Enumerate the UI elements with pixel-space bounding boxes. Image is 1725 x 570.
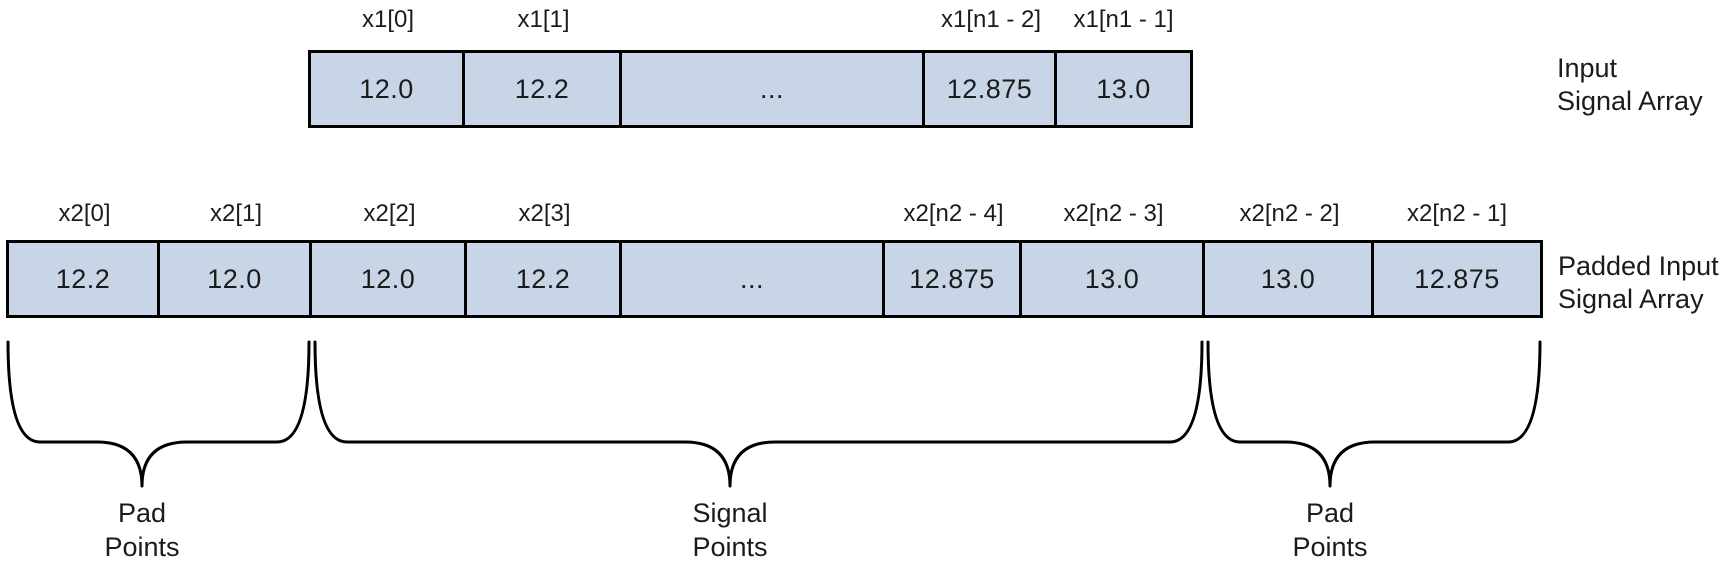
index-label: x2[n2 - 2] <box>1239 200 1340 227</box>
signal-points-label: Signal Points <box>692 498 768 562</box>
array-cell: 12.0 <box>160 243 312 315</box>
input-array-name-line1: Input <box>1557 53 1618 83</box>
index-label: x2[3] <box>518 200 571 227</box>
array-cell: 13.0 <box>1022 243 1205 315</box>
padded-array-name-line2: Signal Array <box>1558 284 1704 314</box>
index-label: x2[2] <box>363 200 416 227</box>
input-array-name: Input Signal Array <box>1557 52 1703 118</box>
signal-points-brace <box>313 340 1204 488</box>
array-cell: 12.0 <box>312 243 467 315</box>
index-label: x2[n2 - 3] <box>1063 200 1164 227</box>
index-label: x1[0] <box>361 6 415 33</box>
padded-array-name: Padded Input Signal Array <box>1558 250 1719 316</box>
index-label: x1[n1 - 2] <box>940 6 1042 33</box>
array-cell-ellipsis: ... <box>622 243 885 315</box>
pad-points-left-label: Pad Points <box>104 498 180 562</box>
array-cell: 13.0 <box>1057 53 1190 125</box>
array-cell: 12.0 <box>311 53 465 125</box>
index-label: x2[0] <box>58 200 111 227</box>
input-array-index-labels: x1[0] x1[1] x1[n1 - 2] x1[n1 - 1] <box>311 2 1190 38</box>
padded-array-name-line1: Padded Input <box>1558 251 1719 281</box>
array-cell: 12.2 <box>9 243 160 315</box>
input-array-name-line2: Signal Array <box>1557 86 1703 116</box>
array-cell-ellipsis: ... <box>622 53 925 125</box>
index-label: x2[n2 - 4] <box>903 200 1004 227</box>
padded-array-index-labels: x2[0] x2[1] x2[2] x2[3] x2[n2 - 4] x2[n2… <box>9 196 1540 232</box>
pad-points-right-brace <box>1206 340 1542 488</box>
array-cell: 12.2 <box>467 243 622 315</box>
input-array-boxes: 12.0 12.2 ... 12.875 13.0 <box>308 50 1193 128</box>
array-cell: 12.875 <box>1374 243 1540 315</box>
index-label: x1[n1 - 1] <box>1073 6 1174 33</box>
padded-array-boxes: 12.2 12.0 12.0 12.2 ... 12.875 13.0 13.0… <box>6 240 1543 318</box>
index-label: x1[1] <box>517 6 570 33</box>
index-label: x2[1] <box>209 200 263 227</box>
array-cell: 12.875 <box>925 53 1057 125</box>
pad-points-right-label: Pad Points <box>1292 498 1368 562</box>
array-cell: 12.2 <box>465 53 622 125</box>
array-cell: 12.875 <box>885 243 1022 315</box>
index-label: x2[n2 - 1] <box>1406 200 1508 227</box>
array-cell: 13.0 <box>1205 243 1374 315</box>
pad-points-left-brace <box>6 340 311 488</box>
